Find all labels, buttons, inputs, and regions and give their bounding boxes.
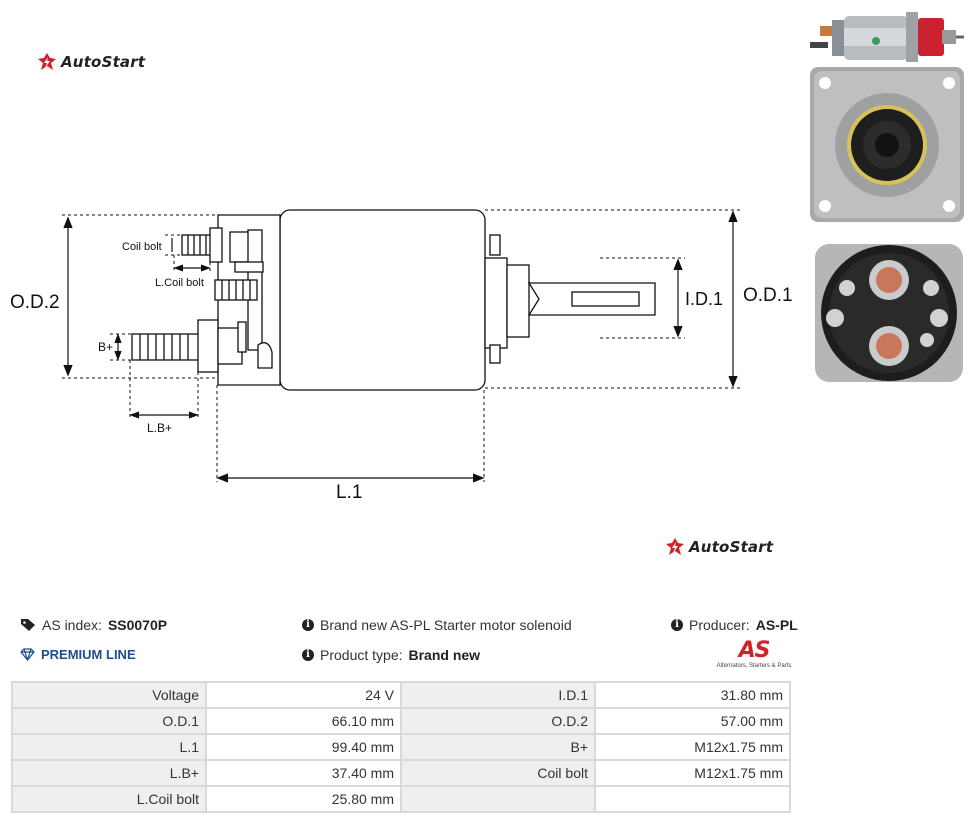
spec-label: Voltage	[11, 681, 207, 709]
spec-value	[594, 785, 791, 813]
coil-bolt-terminal	[181, 227, 223, 263]
label-coil-bolt: Coil bolt	[122, 241, 162, 253]
producer-logo-tagline: Alternators, Starters & Parts	[716, 663, 792, 669]
spec-label: B+	[400, 733, 596, 761]
premium-line-row[interactable]: PREMIUM LINE	[20, 647, 136, 662]
extension-lines	[62, 209, 740, 482]
label-od1: O.D.1	[743, 285, 793, 306]
brand-logo-text: AutoStart	[61, 53, 146, 71]
brand-logo-bottom: AutoStart	[665, 537, 773, 557]
spec-label: O.D.2	[400, 707, 596, 735]
as-index-row: AS index: SS0070P	[20, 617, 167, 633]
spec-label: L.1	[11, 733, 207, 761]
producer-row: i Producer: AS-PL	[671, 617, 798, 633]
producer-value: AS-PL	[755, 617, 798, 633]
spec-label	[400, 785, 596, 813]
plunger	[484, 234, 656, 364]
spec-label: I.D.1	[400, 681, 596, 709]
solenoid-body	[279, 209, 486, 391]
product-type-row: i Product type: Brand new	[302, 647, 480, 663]
product-type-label: Product type:	[320, 647, 403, 663]
as-index-label: AS index:	[42, 617, 102, 633]
label-l1: L.1	[336, 482, 362, 500]
spec-value: 66.10 mm	[205, 707, 402, 735]
producer-logo-mark: AS	[738, 638, 771, 663]
dimension-arrows	[63, 210, 738, 483]
info-icon: i	[671, 619, 683, 631]
middle-terminal	[214, 279, 258, 301]
premium-line-label: PREMIUM LINE	[41, 647, 136, 662]
spec-value: 57.00 mm	[594, 707, 791, 735]
spec-value: 25.80 mm	[205, 785, 402, 813]
product-photo-rear[interactable]	[811, 238, 967, 386]
label-id1: I.D.1	[685, 289, 723, 309]
label-od2: O.D.2	[10, 292, 60, 313]
tag-icon	[21, 619, 35, 631]
autostart-logo-icon	[666, 538, 684, 555]
autostart-logo-icon	[38, 53, 56, 70]
label-b-plus: B+	[98, 340, 113, 354]
brand-logo-top: AutoStart	[37, 52, 145, 72]
producer-label: Producer:	[689, 617, 750, 633]
spec-label: O.D.1	[11, 707, 207, 735]
info-icon: i	[302, 619, 314, 631]
spec-label: L.B+	[11, 759, 207, 787]
product-photo-side[interactable]	[806, 6, 966, 64]
spec-value: 31.80 mm	[594, 681, 791, 709]
spec-value: 24 V	[205, 681, 402, 709]
product-photo-front[interactable]	[810, 67, 964, 222]
label-l-b-plus: L.B+	[147, 421, 172, 435]
spec-label: Coil bolt	[400, 759, 596, 787]
solenoid-technical-drawing: O.D.2 O.D.1 I.D.1 L.1 Coil bolt L.Coil b…	[10, 209, 793, 500]
spec-value: M12x1.75 mm	[594, 733, 791, 761]
description-row: i Brand new AS-PL Starter motor solenoid	[302, 617, 572, 633]
spec-value: M12x1.75 mm	[594, 759, 791, 787]
spec-value: 37.40 mm	[205, 759, 402, 787]
spec-value: 99.40 mm	[205, 733, 402, 761]
info-icon: i	[302, 649, 314, 661]
product-type-value: Brand new	[408, 647, 481, 663]
diamond-icon	[20, 648, 35, 661]
b-plus-terminal	[131, 319, 273, 373]
brand-logo-text: AutoStart	[689, 538, 774, 556]
spec-label: L.Coil bolt	[11, 785, 207, 813]
label-l-coil-bolt: L.Coil bolt	[155, 277, 204, 289]
producer-logo[interactable]: AS Alternators, Starters & Parts	[716, 640, 792, 670]
product-description: Brand new AS-PL Starter motor solenoid	[320, 617, 572, 633]
as-index-value: SS0070P	[107, 617, 168, 633]
